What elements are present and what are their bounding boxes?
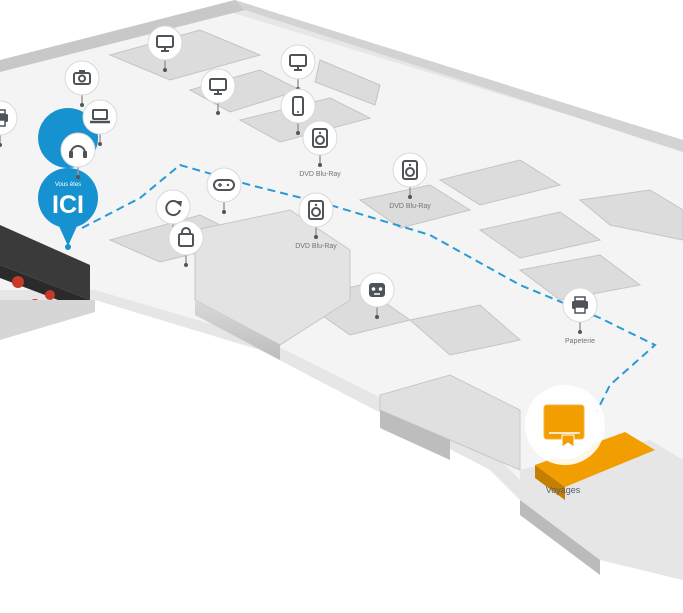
- section-label: DVD Blu-Ray: [299, 171, 341, 178]
- destination-zone: [535, 432, 655, 487]
- section-label: DVD Blu-Ray: [389, 203, 431, 210]
- speaker-icon: [312, 128, 328, 148]
- section-marker[interactable]: [64, 60, 100, 107]
- speaker-icon: [402, 160, 418, 180]
- section-marker[interactable]: [60, 132, 96, 179]
- section-marker[interactable]: [280, 44, 316, 91]
- section-marker[interactable]: DVD Blu-Ray: [295, 192, 337, 250]
- book-icon: [543, 404, 585, 448]
- shopping-bag-icon: [178, 227, 194, 247]
- section-marker[interactable]: [82, 99, 118, 146]
- section-label: Papeterie: [565, 338, 595, 345]
- section-marker[interactable]: Papeterie: [562, 287, 598, 345]
- section-marker[interactable]: [147, 25, 183, 72]
- robot-icon: [369, 283, 385, 297]
- camera-icon: [73, 70, 91, 85]
- printer-icon: [572, 296, 588, 314]
- destination-label: Voyages: [546, 485, 581, 495]
- smartphone-icon: [292, 96, 304, 116]
- gamepad-icon: [213, 179, 235, 191]
- section-marker[interactable]: [168, 220, 204, 267]
- monitor-icon: [209, 78, 227, 95]
- floor-plan: [0, 0, 683, 580]
- monitor-icon: [289, 54, 307, 71]
- speaker-icon: [308, 200, 324, 220]
- you-are-here-big: ICI: [52, 191, 84, 219]
- section-marker[interactable]: DVD Blu-Ray: [299, 120, 341, 178]
- printer-icon: [0, 109, 8, 127]
- section-label: DVD Blu-Ray: [295, 243, 337, 250]
- section-marker[interactable]: DVD Blu-Ray: [389, 152, 431, 210]
- section-marker[interactable]: [280, 88, 316, 135]
- headphones-icon: [69, 145, 87, 158]
- section-marker[interactable]: [0, 100, 18, 147]
- laptop-icon: [90, 109, 110, 124]
- you-are-here-top: Vous êtes: [55, 182, 81, 188]
- refresh-icon: [165, 200, 182, 217]
- section-marker[interactable]: [200, 68, 236, 115]
- monitor-icon: [156, 35, 174, 52]
- section-marker[interactable]: [206, 167, 242, 214]
- section-marker[interactable]: [359, 272, 395, 319]
- destination-marker: Voyages: [525, 385, 605, 495]
